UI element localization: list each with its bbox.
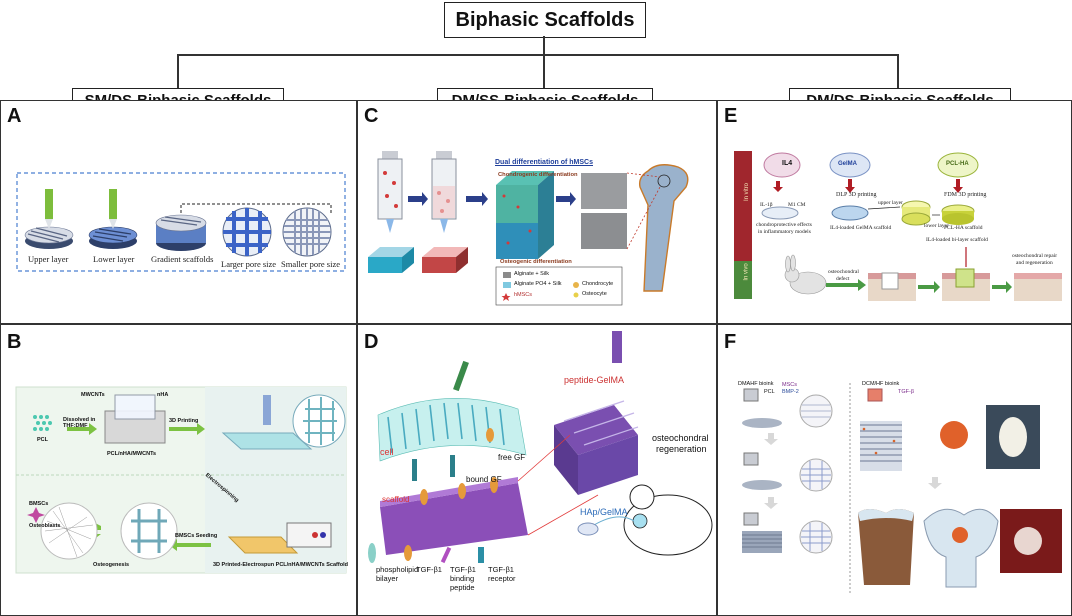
label-bmscs-seeding: BMSCs Seeding <box>175 533 218 539</box>
label-mscs: MSCs <box>782 382 797 388</box>
legend-hmscs: hMSCs <box>514 292 533 298</box>
label-bmp2: BMP-2 <box>782 389 799 395</box>
label-il4: IL4 <box>782 160 793 167</box>
panel-letter: B <box>7 331 22 353</box>
panel-f-illustration <box>742 383 1062 595</box>
label-in-vivo: In vivo <box>743 263 750 281</box>
label-dmahf-bioink: DMAHF bioink <box>738 381 774 387</box>
connector-main-stem <box>543 36 545 55</box>
label-defect-2: defect <box>836 276 850 282</box>
panel-letter: F <box>724 331 737 353</box>
legend-alginate-po4: Alginate PO4 + Silk <box>514 281 562 287</box>
label-gelma: GelMA <box>838 161 858 167</box>
label-pcl: PCL <box>37 437 48 443</box>
panel-letter: D <box>364 331 379 353</box>
label-regeneration: regeneration <box>656 444 707 454</box>
label-smaller-pore: Smaller pore size <box>281 259 341 269</box>
panel-letter: A <box>7 105 22 127</box>
label-nha: nHA <box>157 392 169 398</box>
label-scaffold-title: 3D Printed-Electrospun PCL/nHA/MWCNTs Sc… <box>213 562 348 568</box>
label-peptide-gelma: peptide-GelMA <box>564 375 625 385</box>
label-scaffold: scaffold <box>382 495 410 504</box>
label-repair-2: and regeneration <box>1016 260 1053 266</box>
label-chondro-effects-1: chondroprotective effects <box>756 222 812 228</box>
label-bilayer-scaffold: IL4-loaded bi-layer scaffold <box>926 237 988 243</box>
label-fdm-printing: FDM 3D printing <box>944 192 987 198</box>
legend-alginate-silk: Alginate + Silk <box>514 271 550 277</box>
label-tgf: TGF-β <box>898 389 914 395</box>
panel-e-illustration <box>734 151 1062 301</box>
connector-horizontal <box>177 54 897 56</box>
label-lower-layer: lower layer <box>924 223 949 229</box>
legend-binding-peptide: TGF-β1 binding peptide <box>450 565 476 592</box>
panel-a: A Upper layer <box>0 100 357 324</box>
connector-right <box>897 54 899 88</box>
label-osteochondral: osteochondral <box>652 433 709 443</box>
label-larger-pore: Larger pore size <box>221 259 277 269</box>
label-il4-gelma: IL4-loaded GelMA scaffold <box>830 225 892 231</box>
legend-receptor: TGF-β1 receptor <box>488 565 516 583</box>
label-osteogenesis: Osteogenesis <box>93 562 130 568</box>
panel-d: D cell free GF peptide-GelMA bound GF os… <box>357 324 717 616</box>
legend-phospholipid: phospholipid bilayer <box>376 565 419 583</box>
label-hap-gelma: HAp/GelMA <box>580 507 628 517</box>
panel-f: F DMAHF bioink PCL MSCs BMP-2 DCM/HF bio… <box>717 324 1072 616</box>
label-gradient-scaffolds: Gradient scaffolds <box>151 254 214 264</box>
label-3d-printing: 3D Printing <box>169 418 199 424</box>
panel-c: C Dual differentiation of hMSCs Chondrog… <box>357 100 717 324</box>
legend-osteocyte: Osteocyte <box>582 291 607 297</box>
label-mwcnts: MWCNTs <box>81 392 105 398</box>
label-osteogenic: Osteogenic differentiation <box>500 259 572 265</box>
label-osteoblasts: Osteoblasts <box>29 523 61 529</box>
label-upper-layer: Upper layer <box>28 254 69 264</box>
label-pcl-mix: PCL/nHA/MWCNTs <box>107 451 157 457</box>
legend-tgf-b1: TGF-β1 <box>416 565 442 574</box>
main-title: Biphasic Scaffolds <box>444 2 646 38</box>
label-in-vitro: In vitro <box>744 182 751 202</box>
label-bmscs: BMSCs <box>29 501 49 507</box>
label-chondro-effects-2: in inflammatory models <box>758 229 811 235</box>
label-chondrogenic: Chondrogenic differentiation <box>498 172 578 178</box>
label-dcm-bioink: DCM/HF bioink <box>862 381 900 387</box>
label-pcl-ha: PCL-HA <box>946 161 969 167</box>
label-pclha-scaffold: PCL-HA scaffold <box>944 225 983 231</box>
label-pcl: PCL <box>764 389 775 395</box>
label-repair-1: osteochondral repair <box>1012 253 1058 259</box>
label-m1cm: M1 CM <box>788 202 806 208</box>
label-cell: cell <box>380 447 394 457</box>
label-bound-gf: bound GF <box>466 475 502 484</box>
panel-letter: E <box>724 105 738 127</box>
label-il1b: IL-1β <box>760 202 773 208</box>
label-upper-layer: upper layer <box>878 200 903 206</box>
legend-chondrocyte: Chondrocyte <box>582 281 614 287</box>
panel-letter: C <box>364 105 379 127</box>
panel-b-illustration <box>15 386 347 574</box>
panel-e: E In vitro In vivo IL4 GelMA PCL-HA DLP … <box>717 100 1072 324</box>
label-dlp-printing: DLP 3D printing <box>836 192 877 198</box>
connector-left <box>177 54 179 88</box>
label-dissolved: Dissolved in THF:DMF <box>63 417 96 429</box>
panel-a-illustration <box>16 172 346 272</box>
label-lower-layer: Lower layer <box>93 254 135 264</box>
label-free-gf: free GF <box>498 453 526 462</box>
panel-b: B MWCNTs nHA Dissolved in THF:DMF PCL 3D… <box>0 324 357 616</box>
panel-c-illustration <box>368 151 689 306</box>
heading-dual-differentiation: Dual differentiation of hMSCs <box>495 159 593 166</box>
label-defect-1: osteochondral <box>828 269 859 275</box>
connector-middle <box>543 54 545 88</box>
panel-d-illustration <box>368 331 713 564</box>
